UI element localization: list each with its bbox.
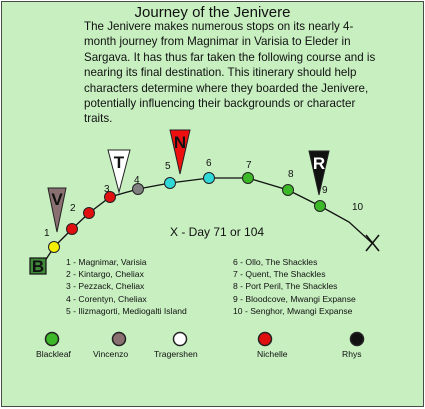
stop-marker xyxy=(164,177,176,189)
intro-text: The Jenivere makes numerous stops on its… xyxy=(84,20,376,126)
character-marker xyxy=(349,331,365,347)
marker-layer: B xyxy=(29,234,380,347)
current-position-label: X - Day 71 or 104 xyxy=(170,225,265,239)
flag-letter: R xyxy=(313,154,325,173)
diagram-title: Journey of the Jenivere xyxy=(134,4,291,21)
stop-marker xyxy=(282,184,294,196)
stop-marker xyxy=(104,191,116,203)
stop-marker xyxy=(314,200,326,212)
flag-t xyxy=(107,149,131,194)
character-name: Blackleaf xyxy=(36,349,71,359)
stop-marker xyxy=(66,223,78,235)
stop-number: 1 xyxy=(44,228,50,239)
stop-legend-entry: 8 - Port Peril, The Shackles xyxy=(233,281,338,292)
stop-legend-entry: 6 - Ollo, The Shackles xyxy=(233,257,318,267)
stop-marker xyxy=(83,207,95,219)
character-name: Rhys xyxy=(342,349,362,359)
character-name: Nichelle xyxy=(257,349,288,359)
flag-v xyxy=(47,187,67,233)
stop-number: 8 xyxy=(288,169,294,180)
stop-number: 3 xyxy=(104,184,110,195)
stop-marker xyxy=(242,172,254,184)
stop-number: 5 xyxy=(165,161,171,172)
stop-number: 4 xyxy=(134,175,140,186)
stop-number: 6 xyxy=(206,158,212,169)
character-marker xyxy=(172,331,188,347)
stop-layer xyxy=(48,172,326,253)
start-marker xyxy=(29,257,47,275)
flag-letter: T xyxy=(114,153,125,172)
stop-label-layer: 1 2 3 4 5 6 7 8 9 10 xyxy=(44,158,364,239)
route-diagram: V T N R 1 2 3 4 5 6 7 8 9 10 B xyxy=(29,129,380,347)
character-marker xyxy=(111,331,127,347)
character-marker xyxy=(257,331,273,347)
stop-number: 9 xyxy=(322,185,328,196)
stop-legend-entry: 5 - Ilizmagorti, Mediogalti Island xyxy=(66,305,187,316)
stop-legend-entry: 2 - Kintargo, Cheliax xyxy=(66,269,144,280)
stop-marker xyxy=(48,241,60,253)
end-x-stroke xyxy=(365,234,380,252)
stop-number: 2 xyxy=(70,203,76,214)
stop-legend-entry: 3 - Pezzack, Cheliax xyxy=(66,281,145,292)
stop-legend-entry: 7 - Quent, The Shackles xyxy=(233,269,326,280)
flag-layer: V T N R xyxy=(47,129,330,233)
character-name: Vincenzo xyxy=(93,349,129,359)
stop-legend-entry: 9 - Bloodcove, Mwangi Expanse xyxy=(233,293,356,304)
start-marker-letter: B xyxy=(32,257,44,276)
flag-letter: V xyxy=(51,190,63,209)
character-marker xyxy=(44,331,60,347)
stop-legend-right: 6 - Ollo, The Shackles 7 - Quent, The Sha… xyxy=(233,256,356,317)
stop-legend-entry: 1 - Magnimar, Varisia xyxy=(66,257,147,267)
stop-number: 7 xyxy=(246,160,252,171)
character-name: Tragershen xyxy=(154,349,198,359)
flag-r xyxy=(308,150,330,196)
flag-letter: N xyxy=(174,133,186,152)
stop-number: 10 xyxy=(352,202,364,213)
stop-marker xyxy=(203,172,215,184)
stop-legend-left: 1 - Magnimar, Varisia 2 - Kintargo, Cheli… xyxy=(66,256,187,317)
flag-n xyxy=(169,129,191,175)
stop-marker xyxy=(132,183,144,195)
stop-legend-entry: 4 - Corentyn, Cheliax xyxy=(66,293,147,304)
stop-legend-entry: 10 - Senghor, Mwangi Expanse xyxy=(233,305,353,316)
